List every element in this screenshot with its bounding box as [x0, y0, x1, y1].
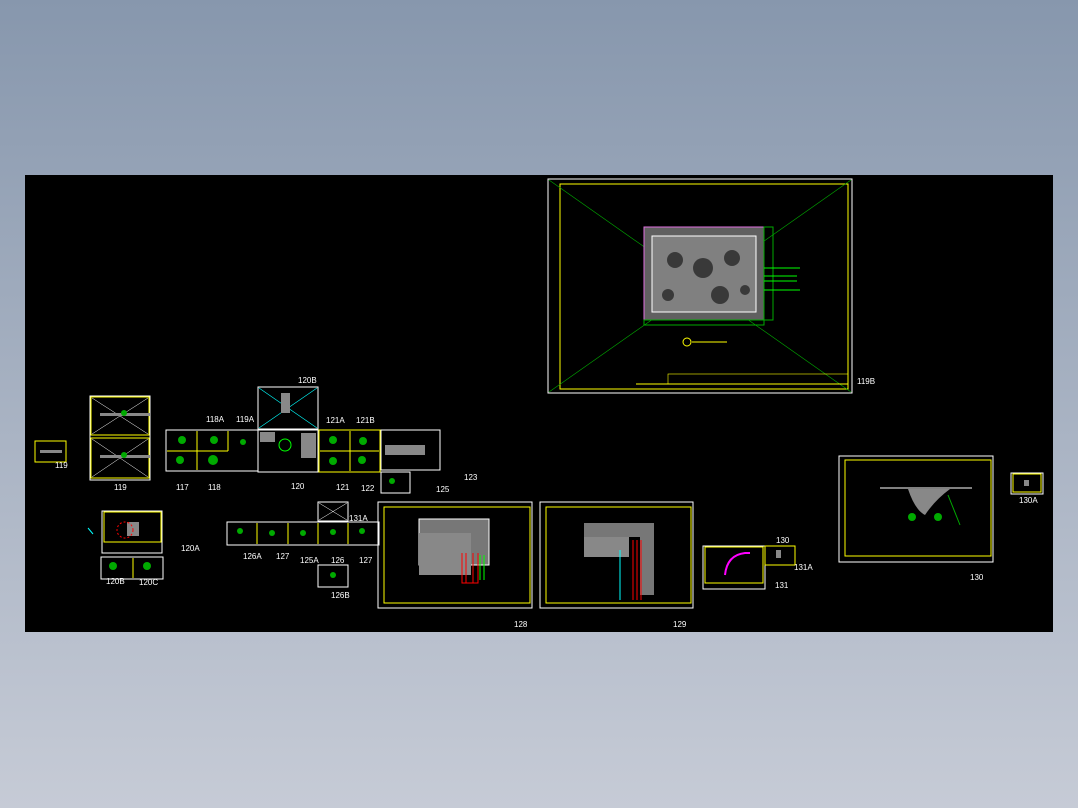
- sheet-125[interactable]: 125: [380, 471, 450, 494]
- sheet-label: 118A: [206, 415, 225, 424]
- sheet-label: 121B: [356, 416, 375, 425]
- sheet-120B-120C[interactable]: 120B 120C: [100, 556, 164, 587]
- sheet-label: 125: [436, 485, 450, 494]
- sheet-129[interactable]: 129: [539, 501, 694, 629]
- sheet-label: 119: [55, 461, 68, 470]
- sheet-130[interactable]: 130: [838, 455, 994, 582]
- sheet-label: 130: [970, 573, 984, 582]
- sheet-128[interactable]: 128: [377, 501, 533, 629]
- sheet-119[interactable]: 119: [89, 395, 151, 492]
- sheet-121-122[interactable]: 121A 121B 121 122: [318, 416, 381, 493]
- sheet-label: 131: [775, 581, 789, 590]
- sheet-label: 120B: [298, 376, 317, 385]
- sheet-label: 131A: [794, 563, 813, 572]
- sheet-119-small[interactable]: 119: [34, 440, 68, 470]
- sheet-126B[interactable]: 126B: [317, 564, 350, 600]
- sheet-label: 119: [114, 483, 127, 492]
- sheet-label: 129: [673, 620, 687, 629]
- sheet-label: 121A: [326, 416, 345, 425]
- sheet-label: 118: [208, 483, 221, 492]
- sheet-label: 123: [464, 473, 478, 482]
- sheet-label: 126: [331, 556, 345, 565]
- sheet-label: 121: [336, 483, 350, 492]
- sheet-label: 120A: [181, 544, 200, 553]
- sheet-123[interactable]: 123: [380, 429, 478, 482]
- sheet-131[interactable]: 131 130: [702, 536, 790, 590]
- sheet-131A[interactable]: 131A: [764, 545, 813, 572]
- sheet-119B[interactable]: 119B: [547, 178, 875, 394]
- cad-drawing-canvas[interactable]: 119B 119 119 117 118 118A 119A 120B 120: [25, 175, 1053, 632]
- sheet-label: 126B: [331, 591, 350, 600]
- sheet-label: 122: [361, 484, 375, 493]
- cad-model-space[interactable]: 119B 119 119 117 118 118A 119A 120B 120: [25, 175, 1053, 632]
- sheet-label: 120C: [139, 578, 158, 587]
- sheet-label: 130A: [1019, 496, 1038, 505]
- sheet-label: 130: [776, 536, 790, 545]
- sheet-label: 128: [514, 620, 528, 629]
- sheet-120A[interactable]: 120A: [87, 510, 200, 554]
- sheet-label: 120: [291, 482, 305, 491]
- sheet-label: 117: [176, 483, 189, 492]
- sheet-label: 125A: [300, 556, 319, 565]
- sheet-label: 120B: [106, 577, 125, 586]
- sheet-117-118[interactable]: 117 118 118A 119A: [165, 415, 259, 492]
- sheet-131A-top[interactable]: 131A: [317, 501, 368, 523]
- sheet-label: 131A: [349, 514, 368, 523]
- sheet-label: 119B: [857, 377, 875, 386]
- sheet-130A[interactable]: 130A: [1010, 472, 1044, 505]
- sheet-label: 119A: [236, 415, 255, 424]
- sheet-126-127-row[interactable]: 126A 127 125A 126 127: [226, 521, 380, 565]
- sheet-label: 126A: [243, 552, 262, 561]
- sheet-label: 127: [359, 556, 373, 565]
- sheet-label: 127: [276, 552, 290, 561]
- sheet-120[interactable]: 120B 120: [257, 376, 319, 491]
